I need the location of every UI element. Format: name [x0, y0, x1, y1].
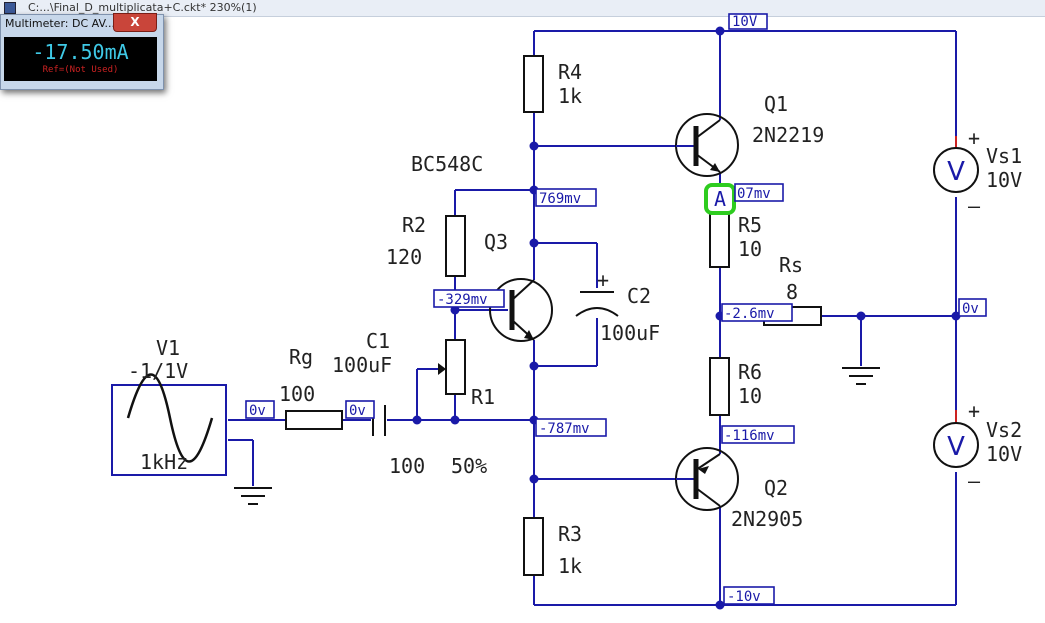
r2-name: R2 [402, 213, 426, 237]
source-v1[interactable] [111, 373, 227, 476]
ammeter[interactable]: A [704, 183, 736, 215]
transistor-q1[interactable] [675, 113, 739, 177]
resistor-r2[interactable] [445, 215, 466, 277]
r3-value: 1k [558, 554, 582, 578]
svg-text:-10v: -10v [727, 589, 761, 605]
v1-name: V1 [156, 336, 180, 360]
q2-model: 2N2905 [731, 507, 803, 531]
probe-v1-out[interactable]: 0v [245, 400, 275, 419]
svg-text:10V: 10V [732, 14, 758, 30]
r4-value: 1k [558, 84, 582, 108]
resistor-rg[interactable] [285, 410, 343, 430]
vs1-name: Vs1 [986, 144, 1022, 168]
probe-bottom-rail[interactable]: -10v [723, 586, 775, 605]
r5-name: R5 [738, 213, 762, 237]
app-icon [4, 2, 16, 14]
svg-text:0v: 0v [962, 301, 979, 317]
vs1-value: 10V [986, 168, 1022, 192]
probe-q3-base[interactable]: -329mv [433, 289, 505, 308]
sine-wave-icon [126, 373, 214, 463]
probe-q2-emitter[interactable]: -116mv [721, 425, 795, 444]
multimeter-display: -17.50mA Ref=(Not Used) [4, 37, 157, 81]
resistor-r5[interactable] [709, 209, 730, 268]
multimeter-window[interactable]: Multimeter: DC AV... X -17.50mA Ref=(Not… [0, 13, 164, 90]
probe-rg-out[interactable]: 0v [345, 400, 375, 419]
junction-dots [412, 26, 961, 610]
svg-text:-2.6mv: -2.6mv [724, 306, 775, 322]
svg-text:0v: 0v [249, 403, 266, 419]
vs1-plus: + [968, 126, 980, 150]
q2-name: Q2 [764, 476, 788, 500]
transistor-q2[interactable] [675, 447, 739, 511]
capacitor-c2[interactable] [575, 291, 619, 317]
v1-frequency: 1kHz [140, 450, 188, 474]
c1-value: 100uF [332, 353, 392, 377]
svg-text:-329mv: -329mv [437, 292, 488, 308]
vs2-value: 10V [986, 442, 1022, 466]
resistor-r1-potentiometer[interactable] [445, 339, 466, 395]
probe-top-rail[interactable]: 10V [728, 13, 768, 30]
svg-text:07mv: 07mv [737, 186, 771, 202]
q1-name: Q1 [764, 92, 788, 116]
ground-v1-icon [234, 487, 272, 505]
multimeter-reading: -17.50mA [32, 40, 129, 64]
q1-model: 2N2219 [752, 123, 824, 147]
r1-value: 100 [389, 454, 425, 478]
r4-name: R4 [558, 60, 582, 84]
c2-polarity: + [597, 268, 609, 292]
transistor-q3[interactable] [489, 278, 553, 342]
rs-name: Rs [779, 253, 803, 277]
window-title: C:...\Final_D_multiplicata+C.ckt* 230%(1… [28, 1, 257, 14]
c2-name: C2 [627, 284, 651, 308]
ammeter-symbol: A [714, 187, 726, 211]
resistor-r3[interactable] [523, 517, 544, 576]
probe-q1-emitter[interactable]: 07mv [734, 183, 784, 202]
vs2-name: Vs2 [986, 418, 1022, 442]
rg-name: Rg [289, 345, 313, 369]
multimeter-title: Multimeter: DC AV... [5, 17, 116, 30]
r2-value: 120 [386, 245, 422, 269]
resistor-r4[interactable] [523, 55, 544, 113]
svg-text:769mv: 769mv [539, 191, 581, 207]
rg-value: 100 [279, 382, 315, 406]
source-vs1[interactable]: V [933, 136, 979, 193]
vs1-symbol: V [947, 157, 965, 187]
r1-name: R1 [471, 385, 495, 409]
resistor-r6[interactable] [709, 357, 730, 416]
r6-name: R6 [738, 360, 762, 384]
component-labels: R4 1k Q1 2N2219 BC548C R2 120 Q3 + C2 10… [128, 60, 1022, 578]
rs-value: 8 [786, 280, 798, 304]
vs2-symbol: V [947, 432, 965, 462]
q3-name: Q3 [484, 230, 508, 254]
q3-model: BC548C [411, 152, 483, 176]
ground-rs-icon [842, 316, 880, 385]
r1-wiper-arrow [438, 363, 446, 375]
probe-q3-emitter-node[interactable]: -787mv [535, 418, 607, 437]
c1-name: C1 [366, 329, 390, 353]
svg-text:-116mv: -116mv [724, 428, 775, 444]
vs2-plus: + [968, 399, 980, 423]
probe-output-right[interactable]: 0v [958, 298, 987, 317]
multimeter-reference: Ref=(Not Used) [42, 65, 119, 75]
r6-value: 10 [738, 384, 762, 408]
wires [228, 30, 957, 606]
svg-text:0v: 0v [349, 403, 366, 419]
window-title-bar: C:...\Final_D_multiplicata+C.ckt* 230%(1… [0, 0, 1045, 17]
r3-name: R3 [558, 522, 582, 546]
svg-text:-787mv: -787mv [539, 421, 590, 437]
source-vs2[interactable]: V [933, 410, 979, 468]
v1-value: -1/1V [128, 359, 188, 383]
r5-value: 10 [738, 237, 762, 261]
probe-r5-bottom[interactable]: -2.6mv [721, 303, 793, 322]
vs2-minus: – [968, 469, 981, 493]
close-button[interactable]: X [113, 13, 157, 32]
c2-value: 100uF [600, 321, 660, 345]
r1-setting: 50% [451, 454, 487, 478]
vs1-minus: – [968, 194, 981, 218]
probe-q3-collector[interactable]: 769mv [535, 188, 597, 207]
